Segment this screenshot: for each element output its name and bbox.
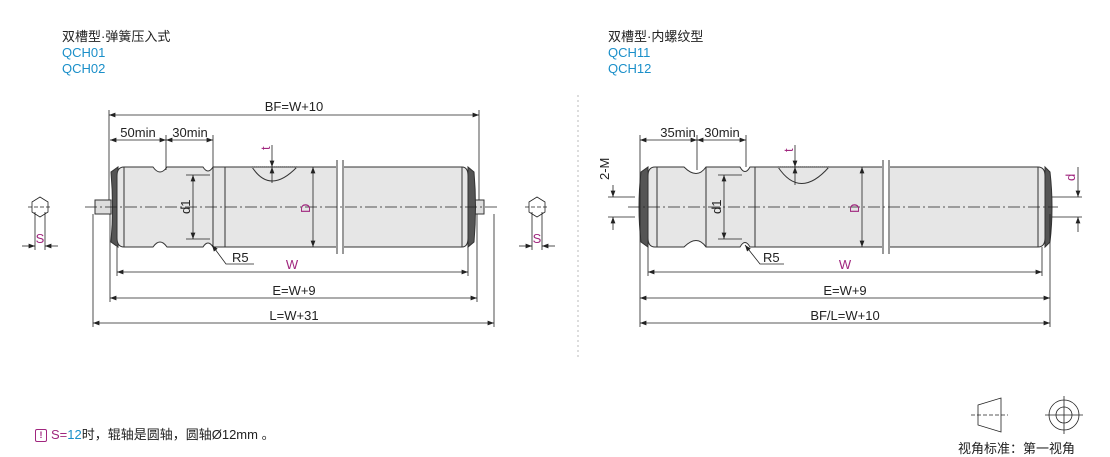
view-standard-label: 视角标准：第一视角 — [958, 441, 1076, 456]
left-title-block: 双槽型·弹簧压入式 QCH01 QCH02 — [62, 29, 170, 77]
left-hex-end-view — [22, 196, 58, 250]
left-s-label: S — [36, 231, 45, 246]
left-e-label: E=W+9 — [272, 283, 315, 298]
right-t-label: t — [781, 148, 796, 152]
left-d1-label: d1 — [178, 200, 193, 214]
right-hex-end-view — [519, 196, 555, 250]
right-s-label: S — [533, 231, 542, 246]
right-title: 双槽型·内螺纹型 — [608, 29, 704, 44]
right-title-block: 双槽型·内螺纹型 QCH11 QCH12 — [608, 29, 703, 77]
left-dimensions — [85, 110, 500, 327]
right-D-label: D — [847, 204, 862, 213]
right-30min-label: 30min — [704, 125, 739, 140]
left-50min-label: 50min — [120, 125, 155, 140]
left-l-label: L=W+31 — [269, 308, 318, 323]
right-bfl-label: BF/L=W+10 — [810, 308, 879, 323]
left-roller — [94, 160, 485, 255]
note-text: 时，辊轴是圆轴，圆轴Ø12mm 。 — [81, 427, 275, 442]
right-r5-label: R5 — [763, 250, 780, 265]
right-w-label: W — [839, 257, 852, 272]
right-code-1[interactable]: QCH11 — [608, 45, 651, 60]
note-value: 12 — [67, 427, 82, 442]
left-D-label: D — [298, 204, 313, 213]
left-title: 双槽型·弹簧压入式 — [62, 29, 171, 44]
right-code-2[interactable]: QCH12 — [608, 61, 652, 76]
left-t-label: t — [258, 146, 273, 150]
right-dimensions — [608, 135, 1082, 327]
right-d-label: d — [1063, 174, 1078, 181]
right-35min-label: 35min — [660, 125, 695, 140]
left-code-1[interactable]: QCH01 — [62, 45, 106, 60]
left-bf-label: BF=W+10 — [265, 99, 324, 114]
right-roller — [638, 160, 1053, 255]
right-e-label: E=W+9 — [823, 283, 866, 298]
footnote: ! S=12时，辊轴是圆轴，圆轴Ø12mm 。 — [35, 424, 275, 443]
right-d1-label: d1 — [709, 200, 724, 214]
left-w-label: W — [286, 257, 299, 272]
right-2m-label: 2-M — [597, 158, 612, 180]
left-r5-label: R5 — [232, 250, 249, 265]
first-angle-projection-icon — [971, 396, 1083, 434]
warning-icon: ! — [35, 429, 47, 442]
left-30min-label: 30min — [172, 125, 207, 140]
left-code-2[interactable]: QCH02 — [62, 61, 106, 76]
note-prefix: S= — [51, 427, 68, 442]
